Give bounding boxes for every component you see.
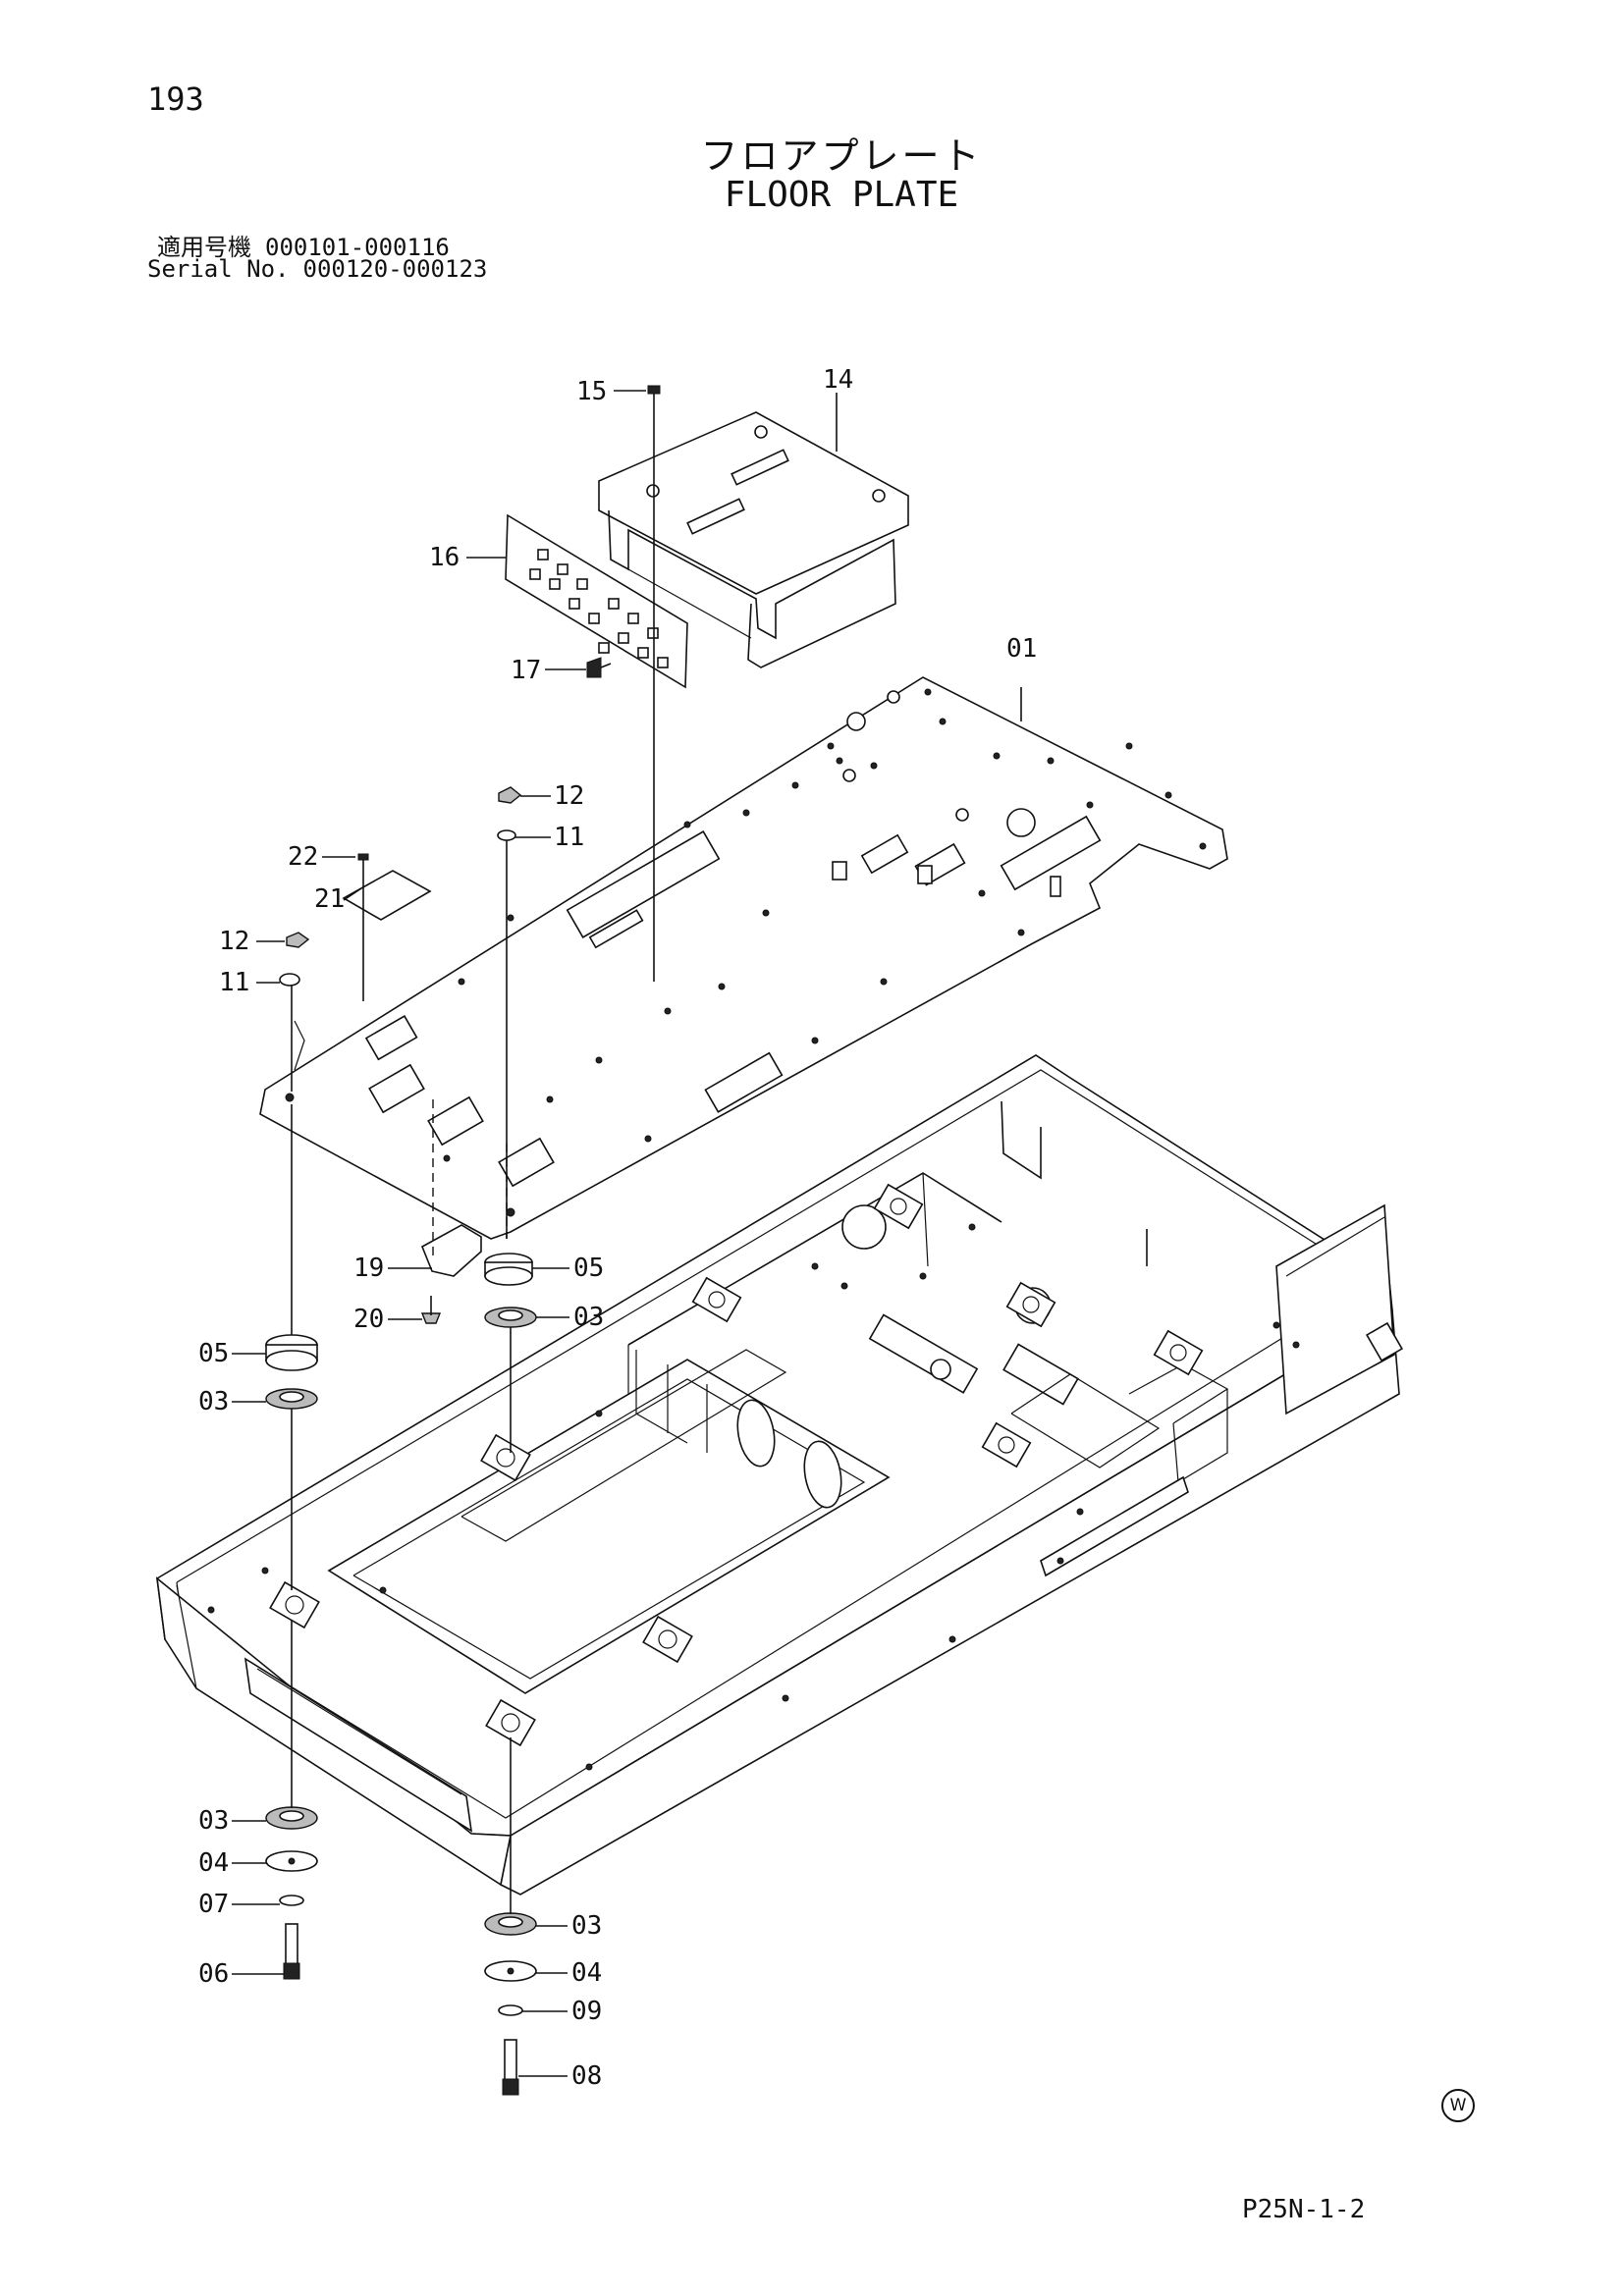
hardware-parts [265,385,661,2096]
callout-04: 04 [198,1848,230,1878]
page-title: FLOOR PLATE [724,175,959,215]
callout-03: 03 [198,1387,230,1416]
callout-03: 03 [571,1911,603,1941]
callout-16: 16 [429,543,460,572]
serial-range-row: 適用号機 000101-000116 [157,228,450,262]
callout-03: 03 [198,1806,230,1836]
callout-17: 17 [511,656,542,685]
cover-plate-part-16 [505,513,688,689]
callout-05: 05 [573,1254,605,1283]
serial-label: Serial No. [147,255,290,283]
callout-07: 07 [198,1890,230,1919]
callout-01: 01 [1006,634,1038,664]
bracket-part-14 [598,411,909,668]
callout-04: 04 [571,1958,603,1988]
callout-08: 08 [571,2061,603,2091]
leader-lines [232,390,1022,2077]
serial-range: 000101-000116 [265,234,450,261]
callout-12: 12 [219,927,250,956]
callout-11: 11 [219,968,250,997]
callout-06: 06 [198,1959,230,1989]
serial-range-row: Serial No. 000120-000123 [147,255,487,283]
callout-15: 15 [576,377,608,406]
callout-09: 09 [571,1997,603,2026]
callout-22: 22 [288,842,319,872]
callout-14: 14 [823,365,854,395]
callout-20: 20 [353,1305,385,1334]
callout-11: 11 [554,823,585,852]
circled-w-mark: W [1441,2089,1475,2122]
figure-code: P25N-1-2 [1242,2195,1366,2224]
callout-03: 03 [573,1303,605,1332]
callout-05: 05 [198,1339,230,1368]
floor-plate-part-01 [259,676,1228,1240]
callout-21: 21 [314,884,346,914]
cab-frame [155,1054,1403,1896]
serial-range: 000120-000123 [302,255,488,283]
serial-label: 適用号機 [157,234,251,261]
callout-12: 12 [554,781,585,811]
callout-19: 19 [353,1254,385,1283]
page-title-japanese: フロアプレート [700,134,983,178]
page-number: 193 [147,80,204,118]
